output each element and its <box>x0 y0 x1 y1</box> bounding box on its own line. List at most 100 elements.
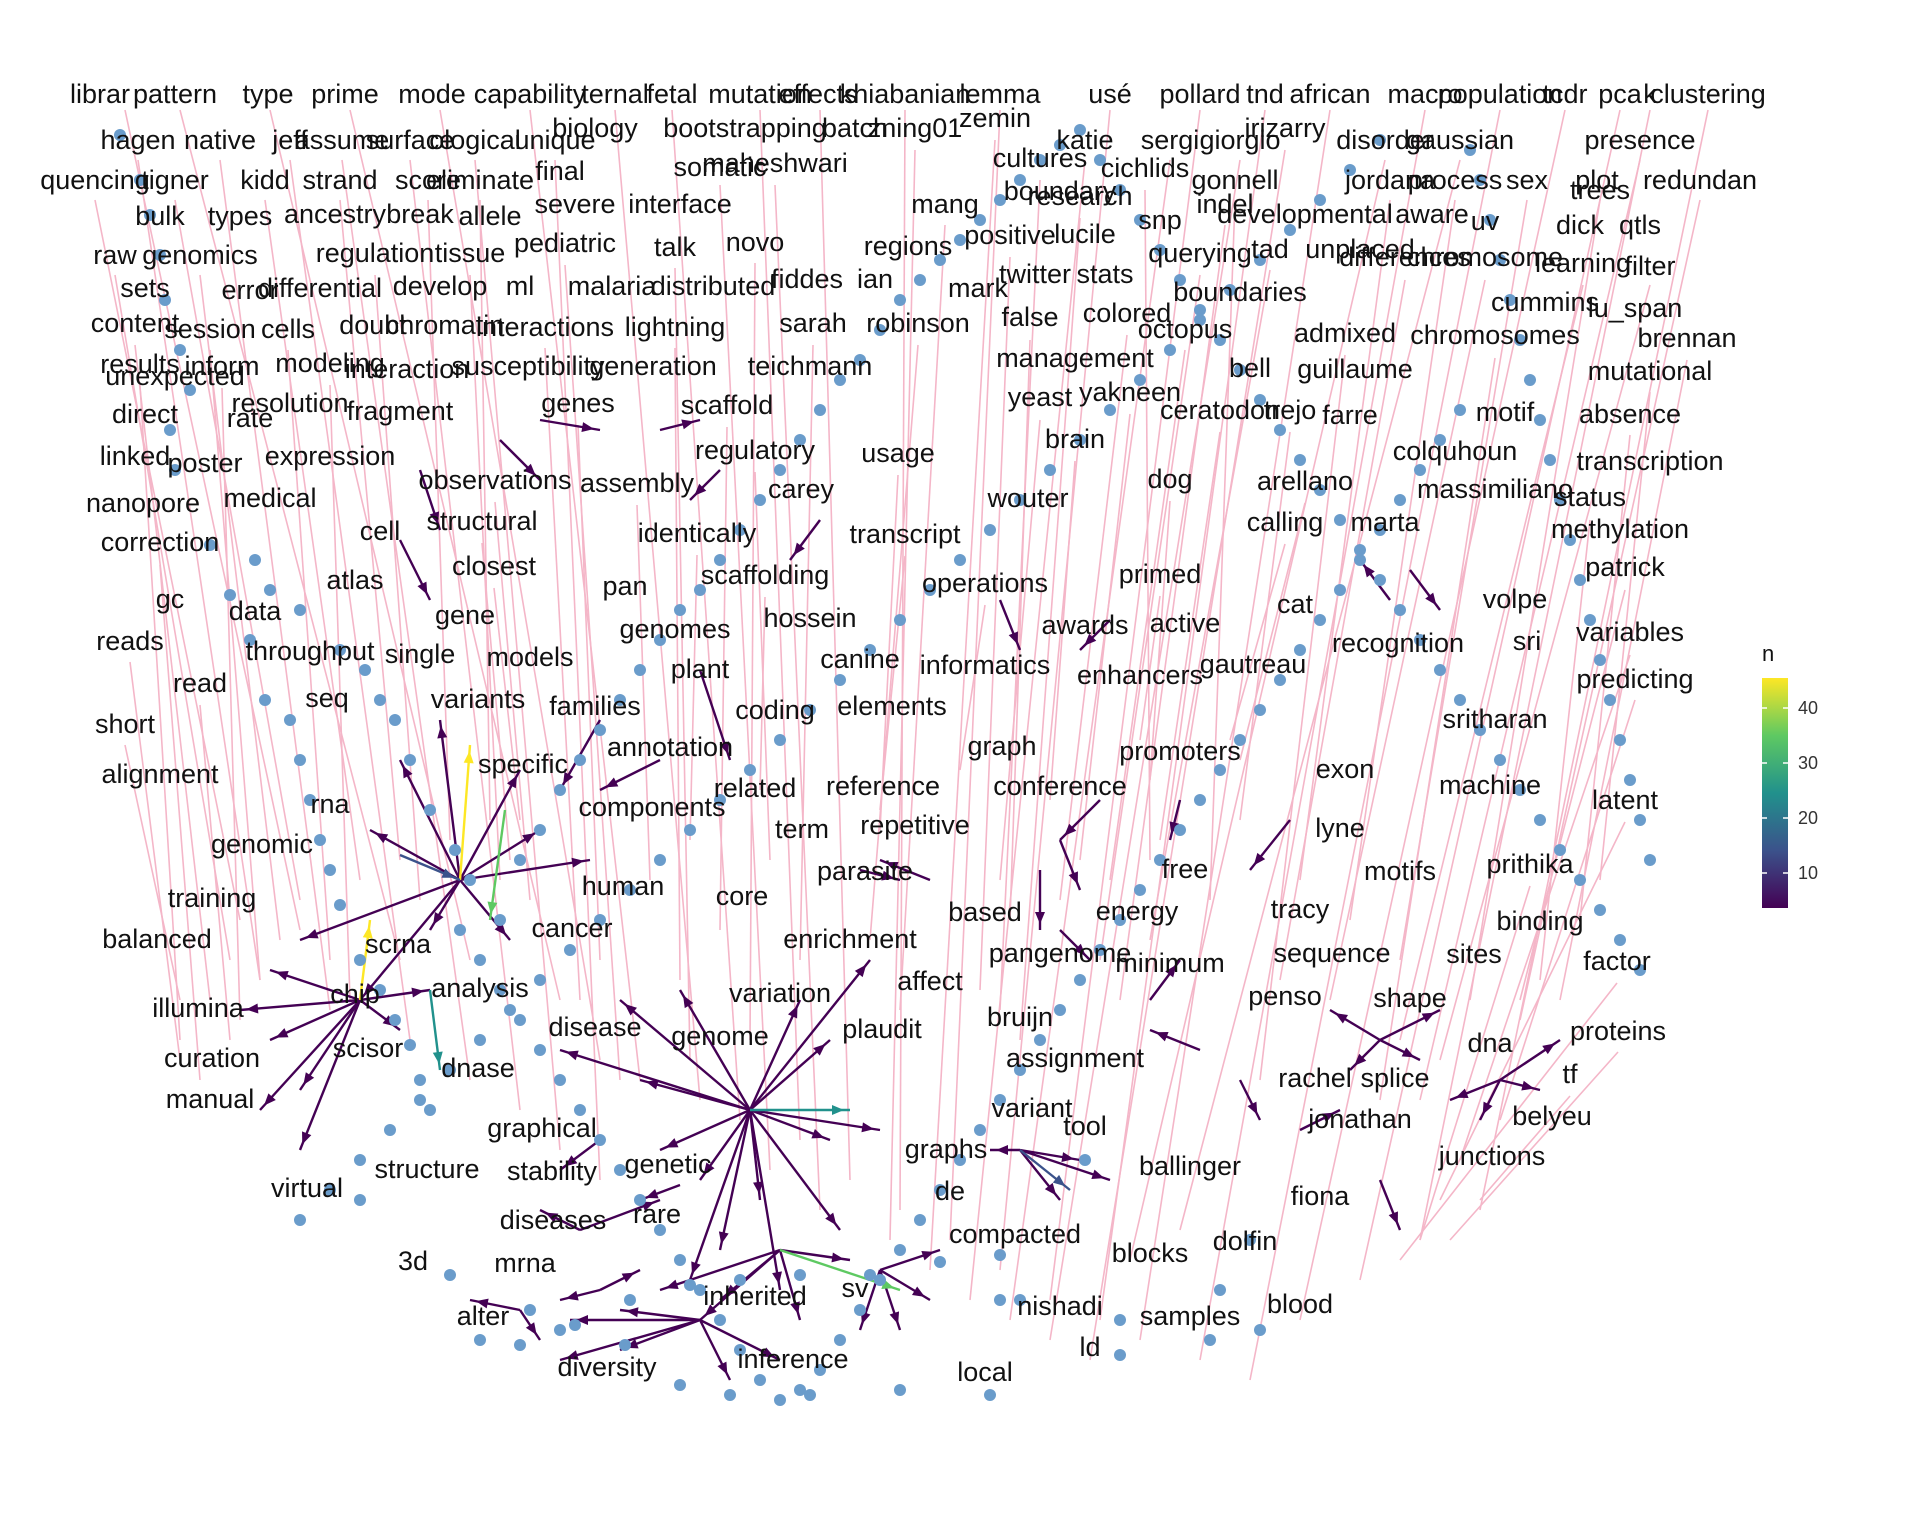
graph-node <box>524 1304 536 1316</box>
graph-node <box>1454 694 1466 706</box>
edge-arrowhead <box>854 964 867 978</box>
graph-node <box>114 129 126 141</box>
graph-edge <box>1299 109 1566 1321</box>
edge-arrowhead <box>703 1162 715 1176</box>
node-label: motifs <box>1364 856 1436 886</box>
edge-arrowhead <box>305 928 319 939</box>
graph-edge <box>748 1109 782 1291</box>
edge-arrowhead <box>811 1128 825 1139</box>
graph-node <box>1434 434 1446 446</box>
graph-node <box>1504 294 1516 306</box>
graph-edge <box>1439 821 1626 1201</box>
graph-node <box>634 1194 646 1206</box>
graph-node <box>384 1124 396 1136</box>
node-label: blocks <box>1112 1238 1189 1268</box>
node-label: stability <box>507 1156 598 1186</box>
node-label: penso <box>1248 981 1322 1011</box>
edge-arrowhead <box>885 862 899 872</box>
graph-node <box>804 704 816 716</box>
node-label: cummins <box>1491 287 1599 317</box>
node-label: medical <box>223 483 316 513</box>
graph-node <box>1434 664 1446 676</box>
graph-node <box>1214 764 1226 776</box>
node-label: clustering <box>1650 79 1766 109</box>
graph-node <box>389 1014 401 1026</box>
node-label: k <box>1643 79 1657 109</box>
graph-node <box>1034 1034 1046 1046</box>
graph-node <box>424 804 436 816</box>
legend-title: n <box>1762 641 1774 666</box>
graph-node <box>874 324 886 336</box>
node-label: ological <box>429 125 521 155</box>
node-label: specific <box>478 749 568 779</box>
node-label: junctions <box>1438 1141 1546 1171</box>
node-label: pangenome <box>989 938 1132 968</box>
node-label: eliminate <box>426 165 534 195</box>
edge-arrowhead <box>375 832 389 844</box>
graph-edge <box>1199 109 1426 1361</box>
node-label: gaussian <box>1406 125 1514 155</box>
graph-node <box>1134 374 1146 386</box>
node-label: giorgio <box>1199 125 1280 155</box>
node-label: fetal <box>646 79 697 109</box>
node-label: batch <box>822 113 888 143</box>
graph-edge <box>1419 109 1651 1241</box>
node-label: active <box>1150 608 1221 638</box>
node-label: graphical <box>487 1113 597 1143</box>
graph-node <box>1074 434 1086 446</box>
node-label: interface <box>628 189 732 219</box>
node-label: trejo <box>1264 395 1317 425</box>
graph-node <box>494 984 506 996</box>
node-label: throughput <box>245 636 375 666</box>
graph-edge <box>544 347 581 1001</box>
graph-node <box>1354 554 1366 566</box>
graph-node <box>934 254 946 266</box>
graph-node <box>994 1249 1006 1261</box>
node-label: absence <box>1579 399 1681 429</box>
edge-arrowhead <box>494 922 507 936</box>
node-label: bruijn <box>987 1002 1053 1032</box>
node-label: developmental <box>1217 199 1393 229</box>
node-label: manual <box>166 1084 255 1114</box>
graph-node <box>1534 414 1546 426</box>
graph-edge <box>159 564 201 1081</box>
graph-node <box>1114 914 1126 926</box>
node-label: enrichment <box>783 924 917 954</box>
graph-edge <box>1299 199 1391 881</box>
node-label: jeff <box>271 125 308 155</box>
graph-edge <box>199 704 231 1041</box>
graph-node <box>1204 1334 1216 1346</box>
node-label: differences <box>1339 242 1471 272</box>
graph-node <box>814 1364 826 1376</box>
node-label: pollard <box>1159 79 1240 109</box>
node-label: learning <box>1535 248 1631 278</box>
node-label: pediatric <box>514 228 616 258</box>
graph-node <box>1164 344 1176 356</box>
node-label: term <box>775 814 829 844</box>
graph-node <box>389 714 401 726</box>
graph-node <box>474 954 486 966</box>
graph-node <box>504 1004 516 1016</box>
node-label: samples <box>1140 1301 1241 1331</box>
node-label: ld <box>1079 1332 1100 1362</box>
edge-arrowhead <box>641 1201 655 1212</box>
graph-node <box>634 664 646 676</box>
graph-node <box>624 884 636 896</box>
node-label: sergi <box>1141 125 1200 155</box>
node-label: plot <box>1575 165 1619 195</box>
graph-edge <box>129 661 181 1061</box>
node-label: yakneen <box>1079 377 1181 407</box>
node-label: inference <box>737 1344 848 1374</box>
graph-node <box>894 614 906 626</box>
node-label: type <box>242 79 293 109</box>
graph-node <box>854 1304 866 1316</box>
node-label: rna <box>310 789 350 819</box>
edge-arrowhead <box>624 1003 637 1016</box>
graph-node <box>1079 1154 1091 1166</box>
node-label: severe <box>534 189 615 219</box>
node-label: belyeu <box>1512 1101 1592 1131</box>
node-label: predicting <box>1576 664 1693 694</box>
node-label: virtual <box>271 1173 343 1203</box>
